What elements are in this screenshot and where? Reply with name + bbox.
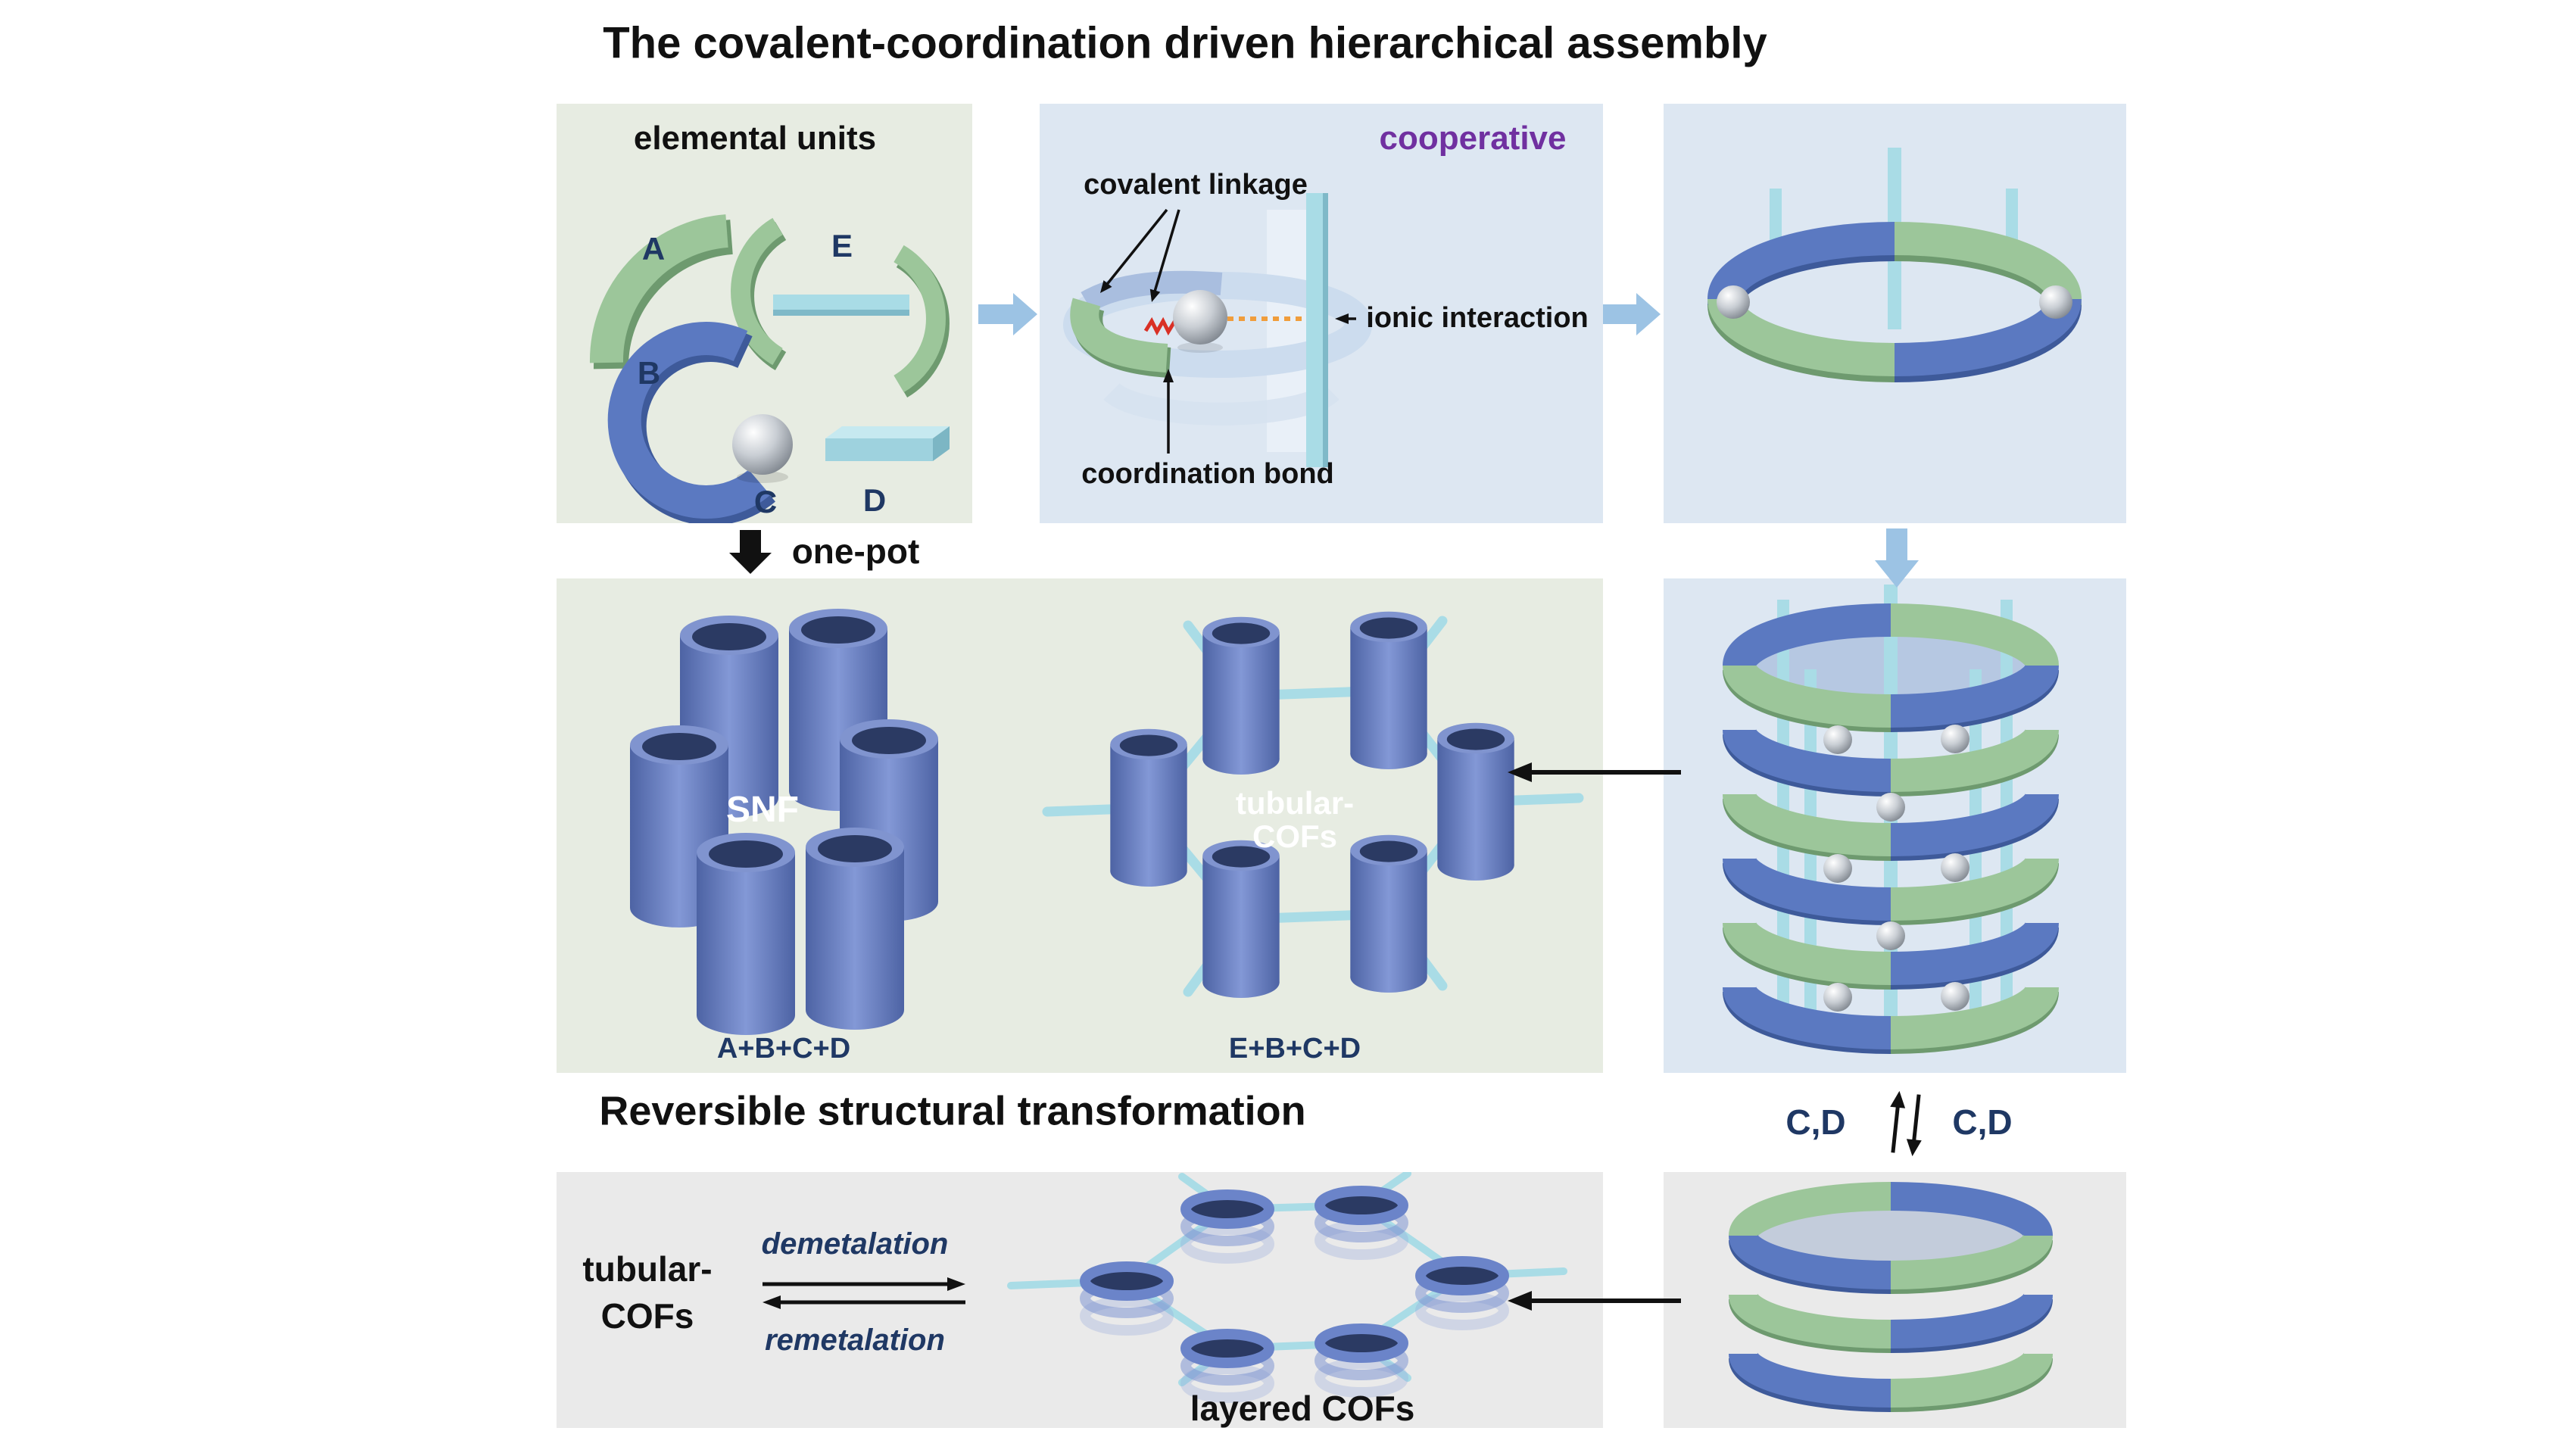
rings-stack-graphic (1729, 1182, 2053, 1412)
elemental-units-title: elemental units (633, 119, 877, 157)
remetalation-label: remetalation (765, 1323, 945, 1357)
tubular-cofs-label-line1: tubular- (1235, 784, 1355, 821)
unit-label-a: A (641, 230, 666, 267)
title-bottom: Reversible structural transformation (599, 1088, 1306, 1134)
one-pot-label: one-pot (791, 531, 920, 571)
tubular-cofs-source-line1: tubular- (582, 1249, 713, 1289)
stack-opening (1757, 1204, 2024, 1267)
ring-assembly (1063, 193, 1372, 467)
unit-d-bar (825, 426, 950, 461)
ring-stack (1729, 1182, 2053, 1412)
title-top: The covalent-coordination driven hierarc… (603, 18, 1767, 68)
exchange-label-left: C,D (1785, 1102, 1846, 1142)
panel-demetalated-rings (1664, 1172, 2126, 1428)
tubular-formula: E+B+C+D (1228, 1033, 1361, 1065)
elemental-units-graphic (589, 214, 950, 523)
cooperative-graphic (1063, 193, 1372, 467)
tubular-cofs-label-line2: COFs (1252, 818, 1338, 854)
pillar-bar (1306, 193, 1323, 467)
arrow-from-demetalated-rings (1508, 1291, 1681, 1311)
metal-spheres (1717, 285, 2072, 319)
tubular-cofs-hexagon (1042, 611, 1584, 998)
arrow-right-2 (1603, 293, 1661, 335)
panel-products: SNF A+B+C+D tubular- COFs E+B+C+D (557, 578, 1603, 1073)
arrow-right-1 (978, 293, 1037, 335)
panel-transformation: tubular- COFs demetalation remetalation … (557, 1172, 1603, 1428)
unit-a-arc (589, 214, 734, 369)
unit-e-graphic (731, 217, 950, 398)
assembly-ring-graphic (1707, 148, 2082, 382)
demetalation-label: demetalation (761, 1227, 949, 1261)
layered-cofs-hexagon (1007, 1172, 1567, 1398)
snf-label: SNF (726, 789, 799, 830)
one-pot-arrow (729, 530, 772, 574)
coordination-bond-label: coordination bond (1081, 458, 1334, 491)
exchange-label-right: C,D (1952, 1102, 2013, 1142)
unit-label-b: B (637, 354, 661, 391)
unit-label-d: D (862, 482, 887, 518)
panel-elemental-units: elemental units A E B C D (557, 104, 972, 523)
transformation-graphic (763, 1172, 1567, 1428)
covalent-linkage-label: covalent linkage (1084, 169, 1308, 201)
unit-label-e: E (831, 227, 853, 263)
metal-ion-sphere (1173, 290, 1227, 344)
unit-b-arc (607, 322, 775, 523)
arrow-from-stacked-assembly (1508, 762, 1681, 782)
annotation-arrows (1100, 208, 1356, 454)
tubular-cofs-source-line2: COFs (600, 1295, 694, 1336)
unit-label-c: C (753, 483, 778, 519)
ionic-interaction-label: ionic interaction (1366, 302, 1589, 335)
panel-assembled-ring (1664, 104, 2126, 523)
panel-stacked-assembly (1664, 578, 2126, 1073)
equilibrium-arrows (763, 1277, 965, 1309)
unit-c-sphere (732, 414, 793, 483)
products-graphic (630, 609, 1584, 1035)
metal-spheres (1823, 725, 1969, 1012)
snf-formula: A+B+C+D (716, 1033, 851, 1065)
arrow-down-blue (1875, 528, 1919, 588)
panel-cooperative: cooperative covalent linkage ionic inter… (1040, 104, 1603, 523)
layered-cofs-label: layered COFs (1190, 1388, 1415, 1428)
exchange-arrows (1890, 1090, 1922, 1157)
stacked-assembly-graphic (1723, 585, 2059, 1054)
cooperative-title: cooperative (1379, 119, 1567, 157)
ring-stack (1723, 603, 2059, 1054)
